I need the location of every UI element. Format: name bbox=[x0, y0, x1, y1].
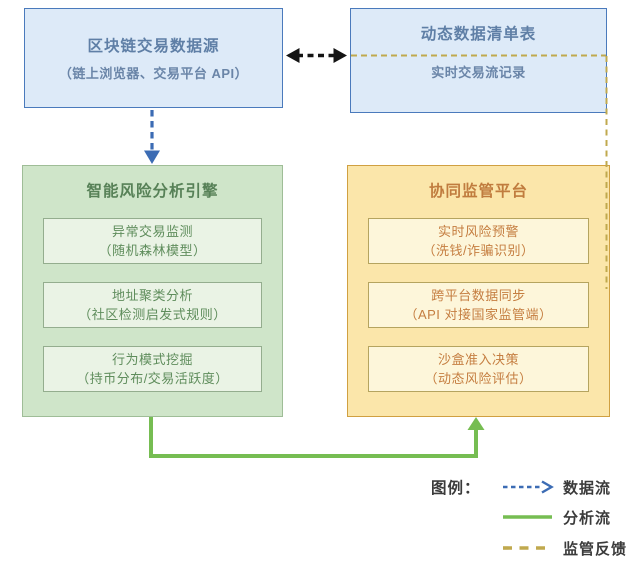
bidirectional-arrow bbox=[286, 48, 347, 63]
node-title: 动态数据清单表 bbox=[420, 25, 537, 43]
item-line2: （动态风险评估） bbox=[424, 371, 533, 386]
item-line1: 异常交易监测 bbox=[111, 223, 193, 239]
legend-label: 监管反馈 bbox=[563, 540, 628, 558]
platform-item-data-sync: 跨平台数据同步 （API 对接国家监管端） bbox=[368, 282, 589, 328]
data-flow-dashed-arrow-icon bbox=[503, 480, 554, 494]
legend-item-feedback: 监管反馈 bbox=[502, 538, 627, 558]
engine-item-anomaly-detection: 异常交易监测 （随机森林模型） bbox=[43, 218, 262, 264]
item-line2: （持币分布/交易活跃度） bbox=[76, 371, 229, 386]
item-line1: 实时风险预警 bbox=[437, 223, 519, 239]
node-subtitle: 实时交易流记录 bbox=[431, 65, 526, 80]
item-line1: 行为模式挖掘 bbox=[111, 351, 193, 367]
node-title: 智能风险分析引擎 bbox=[86, 183, 219, 200]
engine-item-address-clustering: 地址聚类分析 （社区检测启发式规则） bbox=[43, 282, 262, 328]
item-line2: （API 对接国家监管端） bbox=[404, 307, 553, 322]
legend-label: 分析流 bbox=[563, 509, 612, 527]
data-flow-arrow bbox=[144, 110, 160, 164]
legend-item-analysis-flow: 分析流 bbox=[502, 507, 611, 527]
analysis-flow-solid-line-icon bbox=[503, 515, 552, 519]
node-blockchain-data-source: 区块链交易数据源 （链上浏览器、交易平台 API） bbox=[24, 8, 283, 108]
item-line2: （洗钱/诈骗识别） bbox=[422, 243, 535, 258]
legend-label: 数据流 bbox=[563, 479, 612, 497]
analysis-flow-connector bbox=[149, 417, 485, 458]
legend-title: 图例： bbox=[431, 480, 481, 497]
node-risk-analysis-engine: 智能风险分析引擎 异常交易监测 （随机森林模型） 地址聚类分析 （社区检测启发式… bbox=[22, 165, 283, 417]
node-supervision-platform: 协同监管平台 实时风险预警 （洗钱/诈骗识别） 跨平台数据同步 （API 对接国… bbox=[347, 165, 610, 417]
node-subtitle: （链上浏览器、交易平台 API） bbox=[58, 66, 249, 81]
engine-item-behavior-mining: 行为模式挖掘 （持币分布/交易活跃度） bbox=[43, 346, 262, 392]
platform-item-sandbox-decision: 沙盒准入决策 （动态风险评估） bbox=[368, 346, 589, 392]
legend-item-data-flow: 数据流 bbox=[502, 477, 611, 497]
item-line1: 沙盒准入决策 bbox=[437, 351, 519, 367]
node-title: 协同监管平台 bbox=[428, 183, 528, 200]
node-dynamic-data-list: 动态数据清单表 实时交易流记录 bbox=[350, 8, 607, 113]
item-line1: 跨平台数据同步 bbox=[431, 287, 526, 303]
node-title: 区块链交易数据源 bbox=[87, 38, 220, 55]
feedback-dashed-line-icon bbox=[503, 546, 552, 550]
item-line2: （随机森林模型） bbox=[98, 243, 207, 258]
item-line1: 地址聚类分析 bbox=[111, 287, 193, 303]
platform-item-risk-warning: 实时风险预警 （洗钱/诈骗识别） bbox=[368, 218, 589, 264]
item-line2: （社区检测启发式规则） bbox=[78, 307, 227, 322]
